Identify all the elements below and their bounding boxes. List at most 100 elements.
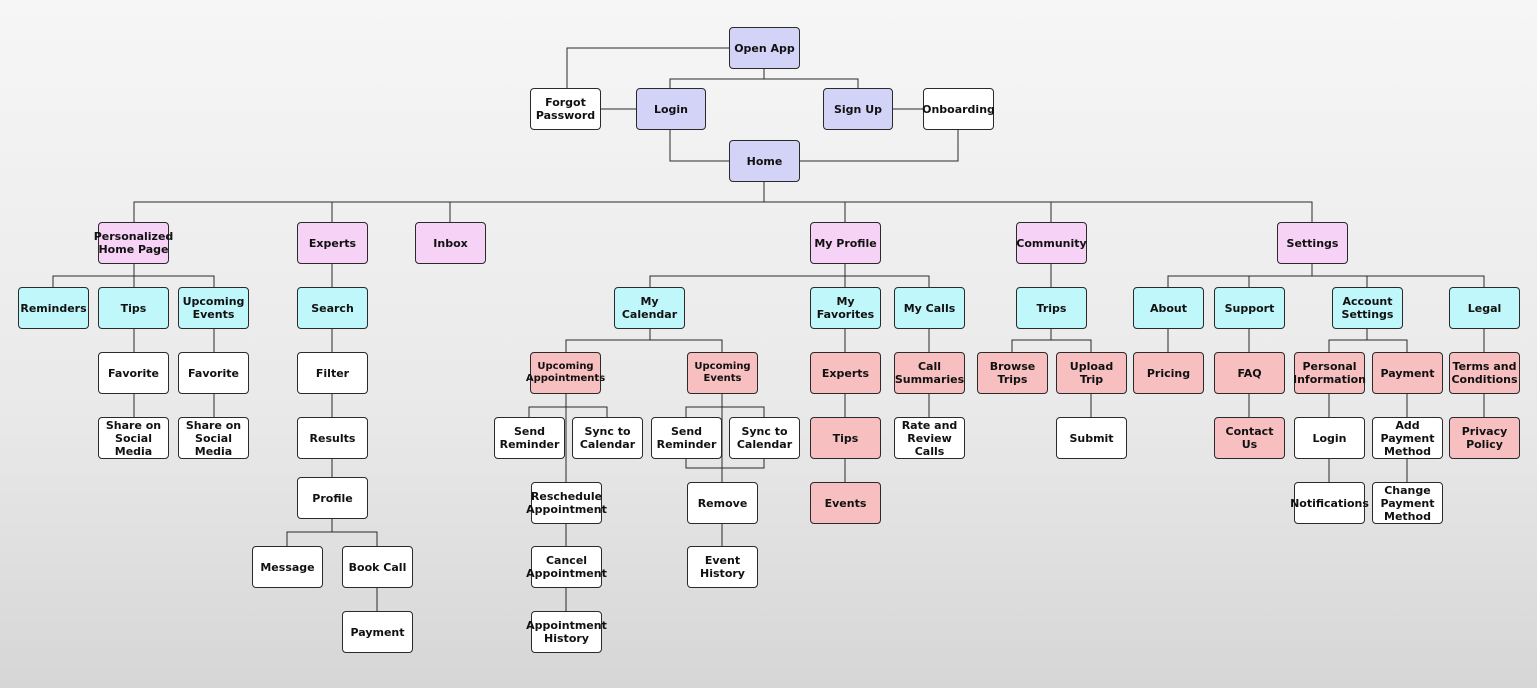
node-label: About <box>1149 301 1188 315</box>
node-label: Tips <box>120 301 147 315</box>
node-label: Privacy Policy <box>1461 425 1508 451</box>
node-label: Favorite <box>108 366 159 380</box>
node-submit[interactable]: Submit <box>1056 417 1127 459</box>
node-label: Login <box>653 102 689 116</box>
node-cal-upcoming-events[interactable]: Upcoming Events <box>687 352 758 394</box>
node-label: Filter <box>315 366 350 380</box>
node-trips[interactable]: Trips <box>1016 287 1087 329</box>
node-sign-up[interactable]: Sign Up <box>823 88 893 130</box>
node-label: Share on Social Media <box>185 418 242 458</box>
node-change-payment-method[interactable]: Change Payment Method <box>1372 482 1443 524</box>
node-forgot-password[interactable]: Forgot Password <box>530 88 601 130</box>
node-appt-send-reminder[interactable]: Send Reminder <box>494 417 565 459</box>
node-rate-review[interactable]: Rate and Review Calls <box>894 417 965 459</box>
node-ev-sync[interactable]: Sync to Calendar <box>729 417 800 459</box>
node-tips-favorite[interactable]: Favorite <box>98 352 169 394</box>
node-label: Notifications <box>1290 496 1369 510</box>
node-cancel[interactable]: Cancel Appointment <box>526 546 607 588</box>
node-acct-login[interactable]: Login <box>1294 417 1365 459</box>
node-label: Events <box>824 496 867 510</box>
node-filter[interactable]: Filter <box>297 352 368 394</box>
node-appt-sync[interactable]: Sync to Calendar <box>572 417 643 459</box>
node-upload-trip[interactable]: Upload Trip <box>1056 352 1127 394</box>
node-label: Send Reminder <box>656 425 717 451</box>
node-personal-information[interactable]: Personal Information <box>1293 352 1366 394</box>
node-personalized-home-page[interactable]: Personalized Home Page <box>94 222 173 264</box>
node-fav-experts[interactable]: Experts <box>810 352 881 394</box>
node-message[interactable]: Message <box>252 546 323 588</box>
node-inbox[interactable]: Inbox <box>415 222 486 264</box>
node-reminders[interactable]: Reminders <box>18 287 89 329</box>
node-fav-tips[interactable]: Tips <box>810 417 881 459</box>
node-label: My Profile <box>814 236 877 250</box>
node-about[interactable]: About <box>1133 287 1204 329</box>
node-onboarding[interactable]: Onboarding <box>922 88 995 130</box>
node-label: Payment <box>1380 366 1435 380</box>
node-label: Sign Up <box>833 102 883 116</box>
connector-line <box>764 78 859 88</box>
node-label: Send Reminder <box>499 425 560 451</box>
node-label: Open App <box>734 41 795 55</box>
node-ev-send-reminder[interactable]: Send Reminder <box>651 417 722 459</box>
connector-line <box>1011 339 1092 352</box>
node-search[interactable]: Search <box>297 287 368 329</box>
node-tips-share[interactable]: Share on Social Media <box>98 417 169 459</box>
node-label: Appointment History <box>526 619 607 645</box>
node-pricing[interactable]: Pricing <box>1133 352 1204 394</box>
node-events-share[interactable]: Share on Social Media <box>178 417 249 459</box>
node-label: Tips <box>832 431 859 445</box>
node-label: Login <box>1312 431 1347 445</box>
node-my-calls[interactable]: My Calls <box>894 287 965 329</box>
node-home[interactable]: Home <box>729 140 800 182</box>
node-results[interactable]: Results <box>297 417 368 459</box>
node-upcoming-events[interactable]: Upcoming Events <box>178 287 249 329</box>
node-contact-us[interactable]: Contact Us <box>1214 417 1285 459</box>
node-legal[interactable]: Legal <box>1449 287 1520 329</box>
node-book-payment[interactable]: Payment <box>342 611 413 653</box>
node-login[interactable]: Login <box>636 88 706 130</box>
node-label: Payment <box>350 625 405 639</box>
node-label: Submit <box>1069 431 1114 445</box>
connector-line <box>133 201 1313 222</box>
connector-line <box>685 406 765 417</box>
node-book-call[interactable]: Book Call <box>342 546 413 588</box>
node-label: Upcoming Events <box>182 295 245 321</box>
node-add-payment-method[interactable]: Add Payment Method <box>1372 417 1443 459</box>
node-remove[interactable]: Remove <box>687 482 758 524</box>
node-call-summaries[interactable]: Call Summaries <box>894 352 965 394</box>
node-label: Legal <box>1467 301 1502 315</box>
node-account-settings[interactable]: Account Settings <box>1332 287 1403 329</box>
node-events-favorite[interactable]: Favorite <box>178 352 249 394</box>
node-open-app[interactable]: Open App <box>729 27 800 69</box>
node-label: Upcoming Events <box>694 361 751 384</box>
node-faq[interactable]: FAQ <box>1214 352 1285 394</box>
node-label: Upcoming Appointments <box>525 361 606 384</box>
node-label: Inbox <box>433 236 468 250</box>
connector-line <box>528 406 608 417</box>
node-reschedule[interactable]: Reschedule Appointment <box>526 482 607 524</box>
node-event-history[interactable]: Event History <box>687 546 758 588</box>
node-label: My Calendar <box>621 295 678 321</box>
node-upcoming-appointments[interactable]: Upcoming Appointments <box>526 352 605 394</box>
node-my-profile[interactable]: My Profile <box>810 222 881 264</box>
node-settings[interactable]: Settings <box>1277 222 1348 264</box>
node-profile[interactable]: Profile <box>297 477 368 519</box>
node-privacy[interactable]: Privacy Policy <box>1449 417 1520 459</box>
connector-line <box>800 130 959 162</box>
node-appt-history[interactable]: Appointment History <box>526 611 607 653</box>
node-browse-trips[interactable]: Browse Trips <box>977 352 1048 394</box>
node-my-favorites[interactable]: My Favorites <box>810 287 881 329</box>
node-fav-events[interactable]: Events <box>810 482 881 524</box>
node-community[interactable]: Community <box>1016 222 1087 264</box>
node-label: Experts <box>308 236 357 250</box>
node-label: Experts <box>821 366 870 380</box>
node-acct-payment[interactable]: Payment <box>1372 352 1443 394</box>
node-notifications[interactable]: Notifications <box>1290 482 1369 524</box>
node-experts[interactable]: Experts <box>297 222 368 264</box>
node-my-calendar[interactable]: My Calendar <box>614 287 685 329</box>
node-terms[interactable]: Terms and Conditions <box>1449 352 1520 394</box>
node-tips[interactable]: Tips <box>98 287 169 329</box>
node-label: Forgot Password <box>535 96 596 122</box>
node-label: Profile <box>312 491 353 505</box>
node-support[interactable]: Support <box>1214 287 1285 329</box>
